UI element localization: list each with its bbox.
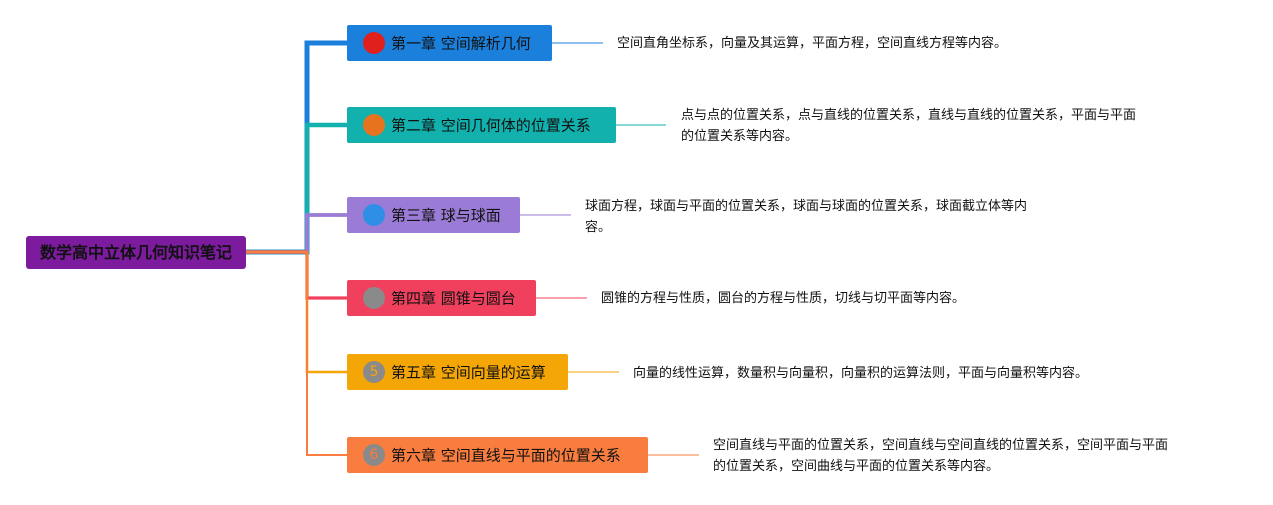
branch-line-4 [246, 250, 347, 300]
description-line: 的位置关系等内容。 [681, 129, 799, 144]
chapter-node-2[interactable]: 2 第二章 空间几何体的位置关系 [347, 107, 616, 143]
chapter-description-2: 点与点的位置关系，点与直线的位置关系，直线与直线的位置关系，平面与平面的位置关系… [681, 105, 1136, 147]
description-line: 点与点的位置关系，点与直线的位置关系，直线与直线的位置关系，平面与平面 [681, 108, 1137, 123]
chapter-node-4[interactable]: 4 第四章 圆锥与圆台 [347, 280, 536, 316]
chapter-label: 第一章 空间解析几何 [391, 34, 531, 53]
chapter-number-badge: 5 [363, 360, 385, 383]
description-line: 球面方程，球面与平面的位置关系，球面与球面的位置关系，球面截立体等内 [585, 199, 1028, 214]
branch-line-2 [246, 122, 347, 255]
chapter-number-badge: 1 [363, 31, 385, 54]
description-line: 容。 [585, 220, 612, 235]
description-line: 圆锥的方程与性质，圆台的方程与性质，切线与切平面等内容。 [601, 291, 966, 306]
description-line: 空间直角坐标系，向量及其运算，平面方程，空间直线方程等内容。 [617, 36, 1008, 51]
chapter-label: 第五章 空间向量的运算 [391, 363, 546, 382]
root-node[interactable]: 数学高中立体几何知识笔记 [26, 236, 246, 269]
chapter-node-3[interactable]: 3 第三章 球与球面 [347, 197, 520, 233]
chapter-label: 第二章 空间几何体的位置关系 [391, 116, 591, 135]
chapter-node-5[interactable]: 5 第五章 空间向量的运算 [347, 354, 568, 390]
chapter-description-1: 空间直角坐标系，向量及其运算，平面方程，空间直线方程等内容。 [617, 33, 1007, 54]
chapter-label: 第四章 圆锥与圆台 [391, 289, 516, 308]
branch-line-5 [246, 250, 347, 374]
branch-line-6 [246, 251, 347, 456]
chapter-node-1[interactable]: 1 第一章 空间解析几何 [347, 25, 552, 61]
chapter-description-5: 向量的线性运算，数量积与向量积，向量积的运算法则，平面与向量积等内容。 [633, 363, 1088, 384]
description-line: 的位置关系，空间曲线与平面的位置关系等内容。 [713, 459, 1000, 474]
chapter-label: 第六章 空间直线与平面的位置关系 [391, 446, 621, 465]
chapter-number-badge: 2 [363, 113, 385, 136]
description-line: 空间直线与平面的位置关系，空间直线与空间直线的位置关系，空间平面与平面 [713, 438, 1169, 453]
branch-line-3 [246, 213, 347, 254]
chapter-description-6: 空间直线与平面的位置关系，空间直线与空间直线的位置关系，空间平面与平面的位置关系… [713, 435, 1168, 477]
chapter-number-badge: 6 [363, 443, 385, 466]
chapter-number-badge: 3 [363, 203, 385, 226]
chapter-label: 第三章 球与球面 [391, 206, 501, 225]
chapter-node-6[interactable]: 6 第六章 空间直线与平面的位置关系 [347, 437, 648, 473]
description-line: 向量的线性运算，数量积与向量积，向量积的运算法则，平面与向量积等内容。 [633, 366, 1089, 381]
chapter-number-badge: 4 [363, 286, 385, 309]
branch-line-1 [246, 40, 347, 255]
chapter-description-3: 球面方程，球面与平面的位置关系，球面与球面的位置关系，球面截立体等内容。 [585, 196, 1027, 238]
chapter-description-4: 圆锥的方程与性质，圆台的方程与性质，切线与切平面等内容。 [601, 288, 965, 309]
